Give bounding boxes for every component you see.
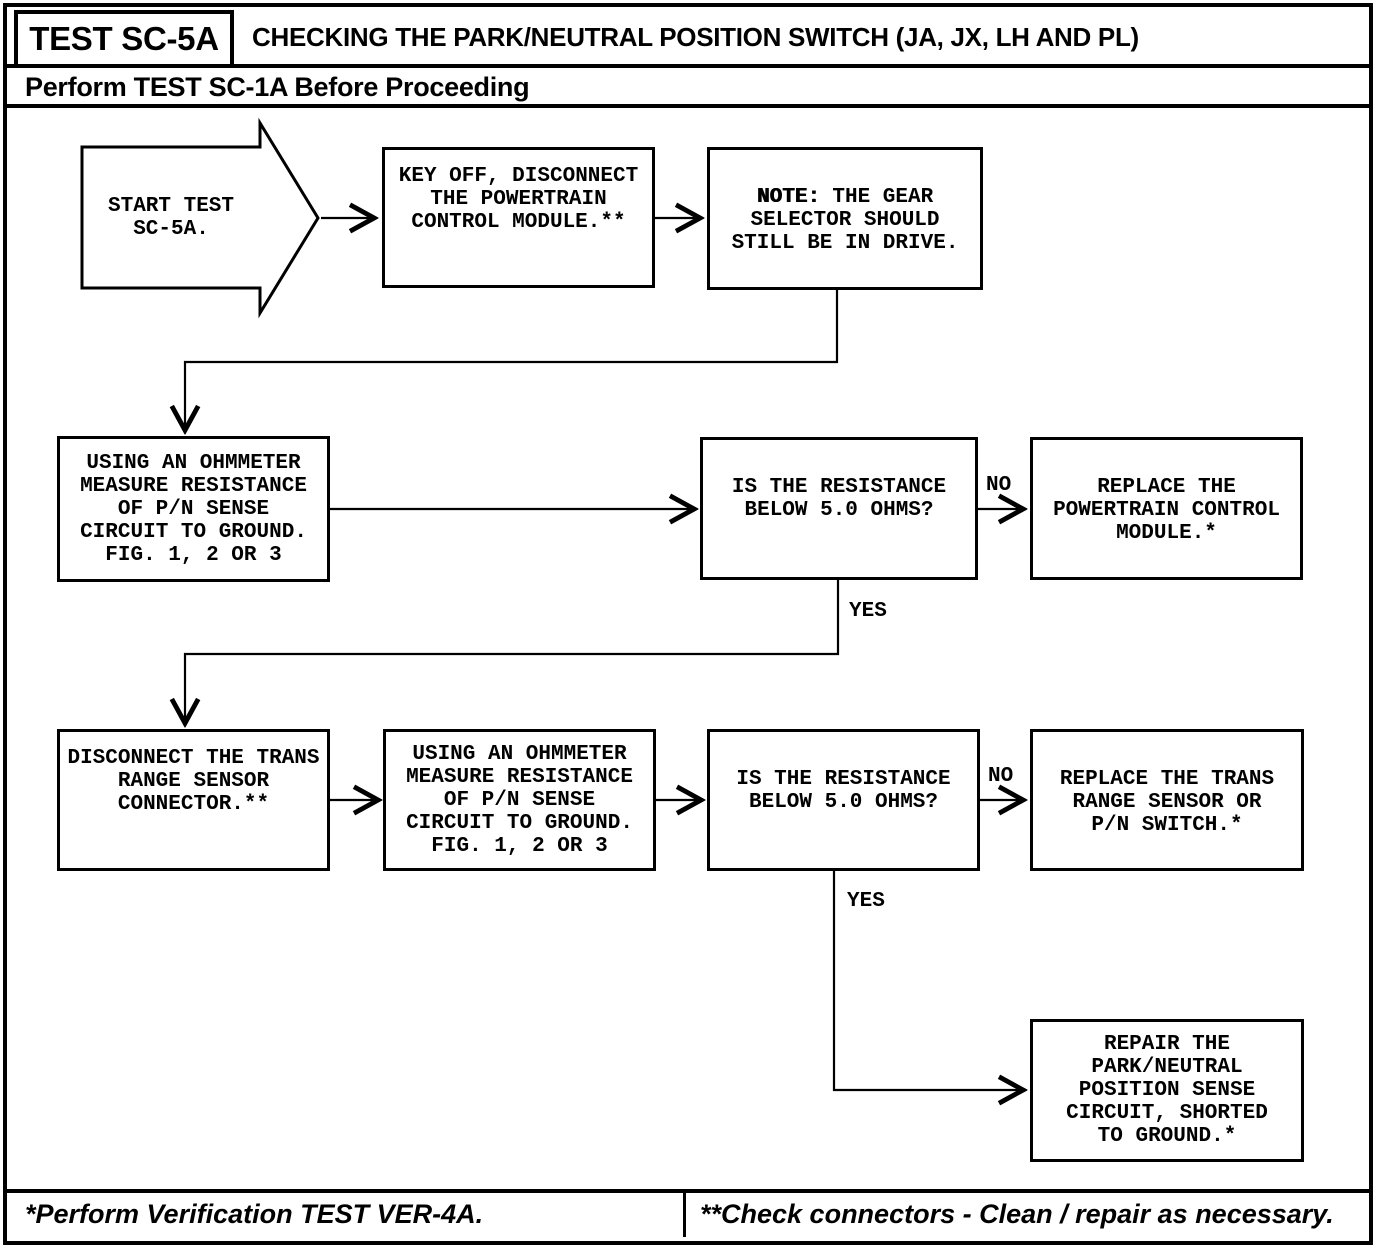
key-off-box: KEY OFF, DISCONNECT THE POWERTRAIN CONTR… bbox=[382, 147, 655, 288]
start-arrow: START TEST SC-5A. bbox=[82, 147, 260, 288]
note-text: NOTE: THE GEAR SELECTOR SHOULD STILL BE … bbox=[731, 186, 959, 255]
key-off-text: KEY OFF, DISCONNECT THE POWERTRAIN CONTR… bbox=[398, 165, 639, 234]
measure-resistance-text-2: USING AN OHMMETER MEASURE RESISTANCE OF … bbox=[406, 742, 633, 858]
replace-range-sensor-box: REPLACE THE TRANS RANGE SENSOR OR P/N SW… bbox=[1030, 729, 1304, 871]
no-label-2: NO bbox=[988, 765, 1014, 788]
replace-pcm-box: REPLACE THE POWERTRAIN CONTROL MODULE.* bbox=[1030, 437, 1303, 580]
measure-resistance-text-1: USING AN OHMMETER MEASURE RESISTANCE OF … bbox=[80, 451, 307, 567]
resistance-question-box-2: IS THE RESISTANCE BELOW 5.0 OHMS? bbox=[707, 729, 980, 871]
replace-range-sensor-text: REPLACE THE TRANS RANGE SENSOR OR P/N SW… bbox=[1059, 768, 1275, 837]
connector-yes2 bbox=[832, 871, 1021, 1090]
footer-left-note: *Perform Verification TEST VER-4A. bbox=[25, 1199, 484, 1229]
no-label-1: NO bbox=[986, 474, 1012, 497]
page-title: CHECKING THE PARK/NEUTRAL POSITION SWITC… bbox=[252, 22, 1139, 52]
note-label: NOTE: bbox=[756, 186, 820, 209]
footer-divider bbox=[7, 1189, 1369, 1193]
connector-note-to-measure1 bbox=[185, 290, 839, 428]
page-subtitle: Perform TEST SC-1A Before Proceeding bbox=[25, 72, 530, 102]
repair-circuit-box: REPAIR THE PARK/NEUTRAL POSITION SENSE C… bbox=[1030, 1019, 1304, 1162]
resistance-question-text-1: IS THE RESISTANCE BELOW 5.0 OHMS? bbox=[731, 476, 947, 522]
start-arrow-shape bbox=[80, 117, 320, 319]
yes-label-2: YES bbox=[847, 890, 885, 913]
measure-resistance-box-1: USING AN OHMMETER MEASURE RESISTANCE OF … bbox=[57, 436, 330, 582]
page-border bbox=[3, 3, 1373, 1245]
replace-pcm-text: REPLACE THE POWERTRAIN CONTROL MODULE.* bbox=[1053, 476, 1280, 545]
disconnect-sensor-box: DISCONNECT THE TRANS RANGE SENSOR CONNEC… bbox=[57, 729, 330, 871]
connector-yes1 bbox=[185, 580, 840, 721]
note-box: NOTE: THE GEAR SELECTOR SHOULD STILL BE … bbox=[707, 147, 983, 290]
resistance-question-text-2: IS THE RESISTANCE BELOW 5.0 OHMS? bbox=[736, 768, 951, 814]
test-id-box: TEST SC-5A bbox=[14, 10, 234, 68]
measure-resistance-box-2: USING AN OHMMETER MEASURE RESISTANCE OF … bbox=[383, 729, 656, 871]
header-divider bbox=[7, 64, 1369, 68]
yes-label-1: YES bbox=[849, 600, 887, 623]
subtitle-divider bbox=[7, 104, 1369, 108]
footer-column-divider bbox=[683, 1189, 686, 1237]
repair-circuit-text: REPAIR THE PARK/NEUTRAL POSITION SENSE C… bbox=[1066, 1033, 1268, 1148]
start-arrow-label: START TEST SC-5A. bbox=[107, 194, 235, 241]
disconnect-sensor-text: DISCONNECT THE TRANS RANGE SENSOR CONNEC… bbox=[67, 747, 320, 816]
test-id-label: TEST SC-5A bbox=[29, 20, 219, 57]
resistance-question-box-1: IS THE RESISTANCE BELOW 5.0 OHMS? bbox=[700, 437, 978, 580]
footer-right-note: **Check connectors - Clean / repair as n… bbox=[700, 1199, 1334, 1229]
